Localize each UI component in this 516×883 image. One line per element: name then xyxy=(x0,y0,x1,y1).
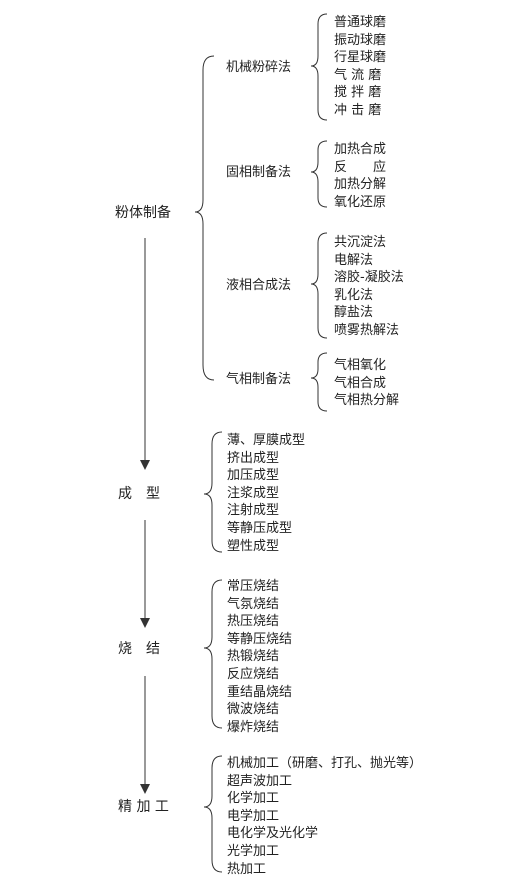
list-finishing-methods: 机械加工（研磨、打孔、抛光等） 超声波加工 化学加工 电学加工 电化学及光化学 … xyxy=(227,755,422,878)
list-item: 加压成型 xyxy=(227,468,280,484)
list-item: 爆炸烧结 xyxy=(227,719,280,735)
list-item: 反应烧结 xyxy=(227,666,280,682)
list-item: 氧化还原 xyxy=(334,194,387,210)
list-item: 热压烧结 xyxy=(227,614,280,630)
list-item: 重结晶烧结 xyxy=(227,684,293,700)
list-item: 机械加工（研磨、打孔、抛光等） xyxy=(227,756,423,771)
list-item: 挤出成型 xyxy=(227,450,280,466)
list-item: 冲 击 磨 xyxy=(334,102,382,118)
list-item: 搅 拌 磨 xyxy=(334,85,382,101)
brace-gas xyxy=(310,352,328,412)
list-gas-phase: 气相氧化 气相合成 气相热分解 xyxy=(334,357,399,410)
list-mechanical-crushing: 普通球磨 振动球磨 行星球磨 气 流 磨 搅 拌 磨 冲 击 磨 xyxy=(334,14,386,120)
stage-sintering: 烧 结 xyxy=(118,641,160,657)
arrowhead-forming xyxy=(140,460,150,470)
method-mechanical-crushing: 机械粉碎法 xyxy=(226,60,292,75)
list-item: 薄、厚膜成型 xyxy=(227,433,306,448)
list-item: 气 流 磨 xyxy=(334,67,382,83)
list-item: 塑性成型 xyxy=(227,538,280,554)
list-item: 注浆成型 xyxy=(227,485,280,501)
list-item: 反 应 xyxy=(334,159,387,175)
list-item: 行星球磨 xyxy=(334,50,387,66)
list-item: 微波烧结 xyxy=(227,702,280,718)
list-liquid-phase: 共沉淀法 电解法 溶胶-凝胶法 乳化法 醇盐法 喷雾热解法 xyxy=(334,234,404,340)
list-item: 化学加工 xyxy=(227,791,280,807)
brace-liquid xyxy=(310,232,328,339)
list-sintering-methods: 常压烧结 气氛烧结 热压烧结 等静压烧结 热锻烧结 反应烧结 重结晶烧结 微波烧… xyxy=(227,578,292,736)
list-item: 气相热分解 xyxy=(334,393,400,409)
list-item: 加热分解 xyxy=(334,177,387,193)
arrowhead-sintering xyxy=(140,618,150,628)
method-liquid-phase: 液相合成法 xyxy=(226,278,292,293)
list-item: 气氛烧结 xyxy=(227,596,280,612)
stage-forming: 成 型 xyxy=(118,486,160,502)
list-forming-methods: 薄、厚膜成型 挤出成型 加压成型 注浆成型 注射成型 等静压成型 塑性成型 xyxy=(227,432,305,555)
method-solid-phase: 固相制备法 xyxy=(226,165,292,180)
list-item: 常压烧结 xyxy=(227,579,280,594)
list-item: 振动球磨 xyxy=(334,32,387,48)
list-item: 电学加工 xyxy=(227,808,280,824)
list-item: 热锻烧结 xyxy=(227,649,280,665)
stage-powder-preparation: 粉体制备 xyxy=(115,205,171,221)
list-item: 电化学及光化学 xyxy=(227,826,319,842)
list-item: 普通球磨 xyxy=(334,15,387,30)
brace-forming xyxy=(203,431,223,553)
list-item: 喷雾热解法 xyxy=(334,322,400,338)
list-item: 共沉淀法 xyxy=(334,235,387,250)
list-item: 等静压烧结 xyxy=(227,631,293,647)
brace-solid xyxy=(310,140,328,208)
brace-finishing xyxy=(203,755,223,873)
list-item: 光学加工 xyxy=(227,843,280,859)
brace-mechanical xyxy=(310,13,328,121)
list-item: 注射成型 xyxy=(227,503,280,519)
arrowhead-finishing xyxy=(140,784,150,794)
list-item: 电解法 xyxy=(334,252,374,268)
brace-sintering xyxy=(203,579,223,729)
brace-powder xyxy=(194,55,215,381)
list-item: 醇盐法 xyxy=(334,305,374,321)
stage-finishing: 精 加 工 xyxy=(118,799,169,815)
list-item: 超声波加工 xyxy=(227,773,293,789)
list-item: 气相合成 xyxy=(334,375,387,391)
list-item: 热加工 xyxy=(227,861,267,877)
list-item: 等静压成型 xyxy=(227,520,293,536)
list-item: 气相氧化 xyxy=(334,358,387,373)
list-item: 溶胶-凝胶法 xyxy=(334,270,404,286)
list-solid-phase: 加热合成 反 应 加热分解 氧化还原 xyxy=(334,141,386,211)
method-gas-phase: 气相制备法 xyxy=(226,372,292,387)
list-item: 加热合成 xyxy=(334,142,387,157)
list-item: 乳化法 xyxy=(334,287,374,303)
